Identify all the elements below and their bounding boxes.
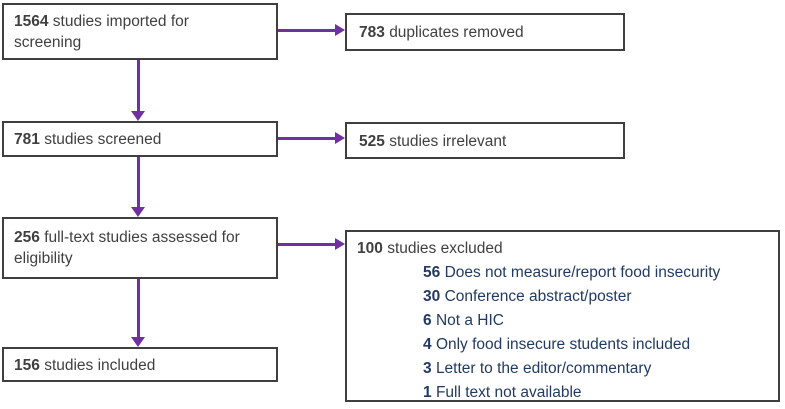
box-duplicates-removed: 783 duplicates removed xyxy=(345,13,625,51)
exclusion-reason: 1 Full text not available xyxy=(357,381,768,405)
arrow-imported-to-screened xyxy=(131,60,146,121)
box-fulltext-assessed-text: 256 full-text studies assessed for eligi… xyxy=(14,227,249,269)
box-duplicates-removed-text: 783 duplicates removed xyxy=(359,22,611,43)
fulltext-label: full-text studies assessed for eligibili… xyxy=(14,229,240,267)
reason-label: Only food insecure students included xyxy=(435,336,691,353)
box-studies-imported-text: 1564 studies imported for screening xyxy=(14,11,249,53)
box-fulltext-assessed: 256 full-text studies assessed for eligi… xyxy=(2,217,278,279)
exclusion-reason: 56 Does not measure/report food insecuri… xyxy=(357,261,768,285)
box-studies-included: 156 studies included xyxy=(2,347,278,382)
reason-count: 30 xyxy=(423,288,441,305)
screened-label: studies screened xyxy=(44,131,162,148)
reason-count: 3 xyxy=(423,360,432,377)
imported-label: studies imported for screening xyxy=(14,13,189,51)
reason-label: Letter to the editor/commentary xyxy=(435,360,652,377)
reason-count: 1 xyxy=(423,384,432,401)
imported-count: 1564 xyxy=(14,13,49,30)
box-studies-screened: 781 studies screened xyxy=(2,121,278,157)
included-label: studies included xyxy=(44,357,156,374)
fulltext-count: 256 xyxy=(14,229,40,246)
duplicates-count: 783 xyxy=(359,24,385,41)
irrelevant-label: studies irrelevant xyxy=(389,133,507,150)
box-studies-excluded-heading: 100 studies excluded xyxy=(357,237,768,261)
box-studies-irrelevant: 525 studies irrelevant xyxy=(345,122,625,159)
excluded-count: 100 xyxy=(357,240,383,257)
reason-label: Conference abstract/poster xyxy=(444,288,632,305)
included-count: 156 xyxy=(14,357,40,374)
reason-count: 56 xyxy=(423,264,441,281)
box-studies-excluded: 100 studies excluded 56 Does not measure… xyxy=(345,230,780,402)
irrelevant-count: 525 xyxy=(359,133,385,150)
box-studies-irrelevant-text: 525 studies irrelevant xyxy=(359,131,611,152)
reason-label: Full text not available xyxy=(435,384,582,401)
screened-count: 781 xyxy=(14,131,40,148)
exclusion-reason: 30 Conference abstract/poster xyxy=(357,285,768,309)
exclusion-reason: 6 Not a HIC xyxy=(357,309,768,333)
reason-count: 6 xyxy=(423,312,432,329)
arrow-screened-to-fulltext xyxy=(131,157,146,217)
arrow-fulltext-to-included xyxy=(131,279,146,347)
reason-label: Not a HIC xyxy=(435,312,504,329)
arrow-imported-to-duplicates xyxy=(278,24,345,37)
arrow-fulltext-to-excluded xyxy=(278,238,345,251)
box-studies-imported: 1564 studies imported for screening xyxy=(2,3,278,60)
exclusion-reason: 4 Only food insecure students included xyxy=(357,333,768,357)
excluded-label: studies excluded xyxy=(387,240,503,257)
reason-count: 4 xyxy=(423,336,432,353)
duplicates-label: duplicates removed xyxy=(389,24,524,41)
exclusion-reason: 3 Letter to the editor/commentary xyxy=(357,357,768,381)
reason-label: Does not measure/report food insecurity xyxy=(444,264,721,281)
box-studies-included-text: 156 studies included xyxy=(14,355,266,376)
arrow-screened-to-irrelevant xyxy=(278,132,345,145)
box-studies-screened-text: 781 studies screened xyxy=(14,129,266,150)
